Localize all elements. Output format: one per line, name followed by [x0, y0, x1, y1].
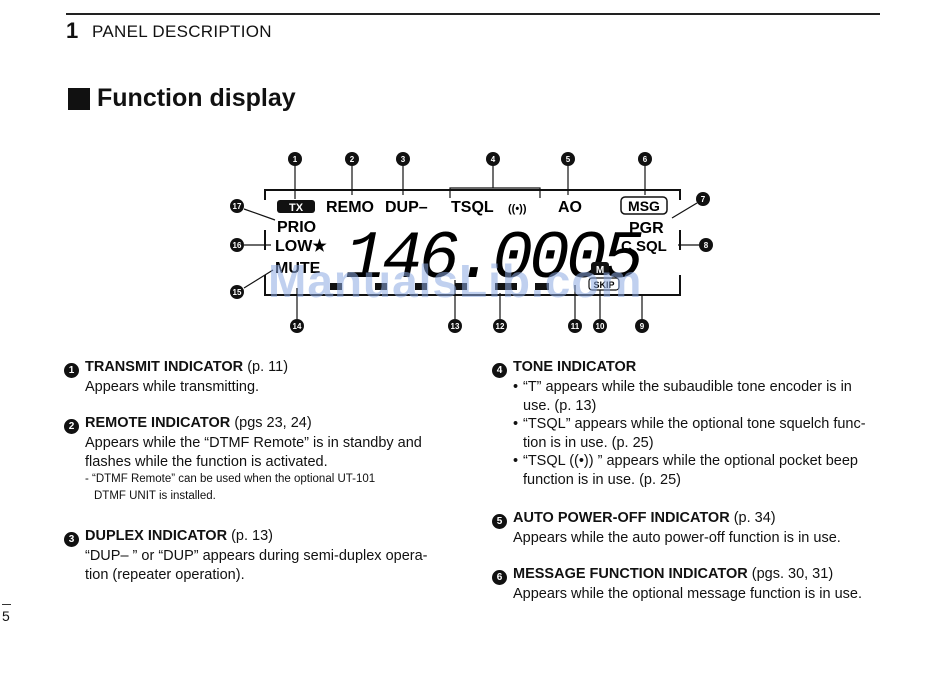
lcd-pgr-label: PGR — [629, 220, 664, 237]
lcd-beep-label: ((•)) — [508, 203, 527, 215]
svg-text:1: 1 — [293, 155, 298, 164]
page-number-bar — [2, 604, 11, 605]
item-duplex: 3 DUPLEX INDICATOR (p. 13) “DUP– ” or “DU… — [64, 528, 459, 584]
chapter-number: 1 — [66, 18, 79, 43]
lcd-msg-label: MSG — [628, 198, 660, 214]
bullet-line: use. (p. 13) — [523, 397, 597, 414]
item-title: DUPLEX INDICATOR — [85, 528, 228, 544]
page-number: 5 — [2, 608, 10, 624]
item-remote: 2 REMOTE INDICATOR (pgs 23, 24) Appears w… — [64, 415, 459, 505]
svg-text:15: 15 — [233, 288, 242, 297]
item-ref: (p. 13) — [231, 528, 274, 544]
svg-text:14: 14 — [293, 322, 302, 331]
item-number-badge: 5 — [492, 514, 507, 529]
item-ref: (p. 11) — [247, 359, 289, 375]
svg-text:4: 4 — [491, 155, 496, 164]
item-body-line: “DUP– ” or “DUP” appears during semi-dup… — [85, 548, 428, 564]
item-note-line: - “DTMF Remote” can be used when the opt… — [85, 473, 376, 485]
item-number-badge: 4 — [492, 363, 507, 378]
item-title: REMOTE INDICATOR — [85, 415, 231, 431]
item-ref: (pgs. 30, 31) — [751, 566, 834, 582]
item-number-badge: 6 — [492, 570, 507, 585]
item-body: Appears while transmitting. — [85, 379, 260, 395]
item-note-line: DTMF UNIT is installed. — [94, 490, 216, 502]
lcd-memory-label: M — [596, 265, 604, 276]
item-number-badge: 1 — [64, 363, 79, 378]
svg-text:13: 13 — [451, 322, 460, 331]
lcd-remo-label: REMO — [326, 199, 374, 216]
item-transmit: 1 TRANSMIT INDICATOR (p. 11) Appears whil… — [64, 359, 459, 397]
item-body: Appears while the optional message funct… — [513, 586, 863, 602]
item-number-badge: 2 — [64, 419, 79, 434]
item-auto-power-off: 5 AUTO POWER-OFF INDICATOR (p. 34) Appear… — [492, 510, 887, 548]
svg-text:9: 9 — [640, 322, 645, 331]
header-rule — [66, 13, 880, 15]
lcd-csql-label: C SQL — [621, 238, 667, 255]
svg-text:3: 3 — [401, 155, 406, 164]
item-body-line: Appears while the “DTMF Remote” is in st… — [85, 435, 422, 451]
item-body-line: flashes while the function is activated. — [85, 453, 328, 470]
bullet-line: function is in use. (p. 25) — [523, 471, 681, 488]
section-title: Function display — [97, 84, 296, 112]
item-title: AUTO POWER-OFF INDICATOR — [513, 510, 730, 526]
svg-text:8: 8 — [704, 241, 709, 250]
item-body: Appears while the auto power-off functio… — [513, 530, 841, 546]
lcd-mute-label: MUTE — [275, 260, 321, 277]
lcd-skip-label: SKIP — [593, 280, 614, 290]
item-body-line: tion (repeater operation). — [85, 566, 245, 583]
svg-text:7: 7 — [701, 195, 706, 204]
bullet-line: “T” appears while the subaudible tone en… — [523, 379, 852, 395]
watermark: ManualsLib.com — [268, 255, 643, 307]
bullet-line: “TSQL” appears while the optional tone s… — [523, 416, 866, 432]
item-number-badge: 3 — [64, 532, 79, 547]
item-ref: (p. 34) — [733, 510, 776, 526]
bullet-line: “TSQL ((•)) ” appears while the optional… — [523, 453, 858, 469]
lcd-tsql-label: TSQL — [451, 199, 494, 216]
lcd-dup-label: DUP– — [385, 199, 428, 216]
lcd-low-label: LOW★ — [275, 238, 327, 255]
bullet-line: tion is in use. (p. 25) — [523, 434, 654, 451]
lcd-prio-label: PRIO — [277, 219, 316, 236]
svg-text:16: 16 — [233, 241, 242, 250]
item-title: MESSAGE FUNCTION INDICATOR — [513, 566, 748, 582]
svg-text:12: 12 — [496, 322, 505, 331]
svg-text:5: 5 — [566, 155, 571, 164]
chapter-title: PANEL DESCRIPTION — [92, 22, 272, 41]
section-marker-icon — [68, 88, 90, 110]
svg-text:11: 11 — [571, 322, 580, 331]
svg-text:10: 10 — [596, 322, 605, 331]
svg-text:2: 2 — [350, 155, 355, 164]
lcd-ao-label: AO — [558, 199, 582, 216]
item-title: TONE INDICATOR — [513, 359, 637, 375]
item-message: 6 MESSAGE FUNCTION INDICATOR (pgs. 30, 31… — [492, 566, 912, 604]
svg-text:17: 17 — [233, 202, 242, 211]
item-ref: (pgs 23, 24) — [234, 415, 312, 431]
svg-text:6: 6 — [643, 155, 648, 164]
lcd-tx-label: TX — [289, 202, 304, 214]
item-title: TRANSMIT INDICATOR — [85, 359, 244, 375]
